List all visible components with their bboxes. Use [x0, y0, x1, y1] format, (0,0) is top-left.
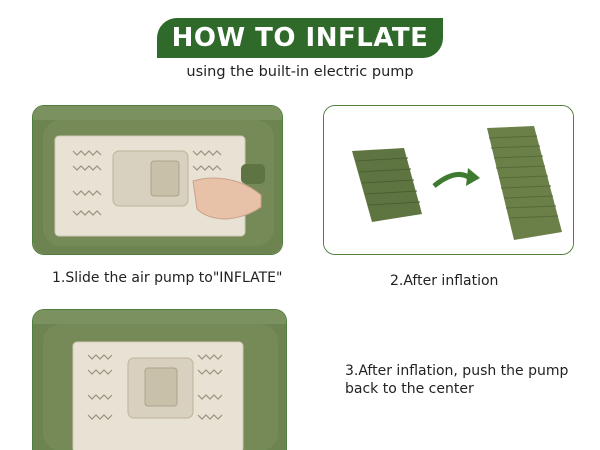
page-subtitle: using the built-in electric pump	[186, 64, 414, 80]
pump-inflate-illustration	[33, 106, 282, 254]
step-3-caption: 3.After inflation, push the pump back to…	[345, 363, 569, 397]
step-3-photo	[32, 309, 287, 450]
step-1-caption: 1.Slide the air pump to"INFLATE"	[52, 270, 283, 286]
pump-center-illustration	[33, 310, 286, 450]
page-title: HOW TO INFLATE	[171, 23, 429, 53]
step-1-photo	[32, 105, 283, 255]
step-2-caption: 2.After inflation	[390, 273, 499, 289]
mat-inflated-illustration	[324, 106, 573, 254]
step-2-photo	[323, 105, 574, 255]
title-banner: HOW TO INFLATE	[157, 18, 443, 58]
